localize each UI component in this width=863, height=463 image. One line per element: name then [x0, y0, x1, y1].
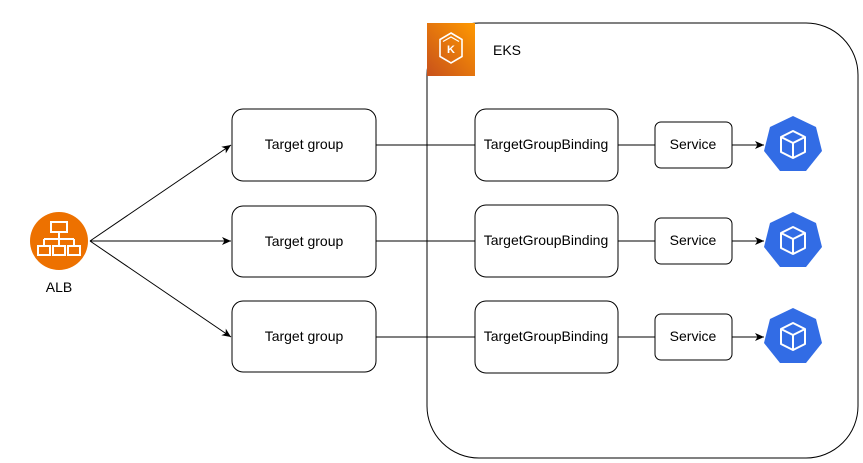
- service-label: Service: [670, 232, 717, 248]
- target-group-binding-label: TargetGroupBinding: [484, 328, 609, 344]
- target-group-binding-label: TargetGroupBinding: [484, 232, 609, 248]
- row-1: Target group TargetGroupBinding Service: [231, 108, 822, 182]
- service-label: Service: [670, 328, 717, 344]
- alb-node[interactable]: ALB: [30, 212, 88, 295]
- eks-cluster-group: K EKS: [426, 22, 859, 459]
- kubernetes-pod-icon: [764, 308, 822, 363]
- target-group-label: Target group: [265, 136, 344, 152]
- load-balancer-icon: [30, 212, 88, 270]
- eks-icon: K: [427, 23, 475, 76]
- service-label: Service: [670, 136, 717, 152]
- edge-alb-to-target-group-1: [89, 144, 232, 242]
- edge-alb-to-target-group-3: [89, 240, 232, 338]
- kubernetes-pod-icon: [764, 212, 822, 267]
- row-3: Target group TargetGroupBinding Service: [231, 300, 822, 374]
- target-group-binding-label: TargetGroupBinding: [484, 136, 609, 152]
- target-group-label: Target group: [265, 233, 344, 249]
- target-group-label: Target group: [265, 328, 344, 344]
- svg-text:K: K: [447, 44, 455, 56]
- kubernetes-pod-icon: [764, 116, 822, 171]
- alb-label: ALB: [46, 279, 72, 295]
- row-2: Target group TargetGroupBinding Service: [231, 204, 822, 278]
- eks-label: EKS: [493, 42, 521, 58]
